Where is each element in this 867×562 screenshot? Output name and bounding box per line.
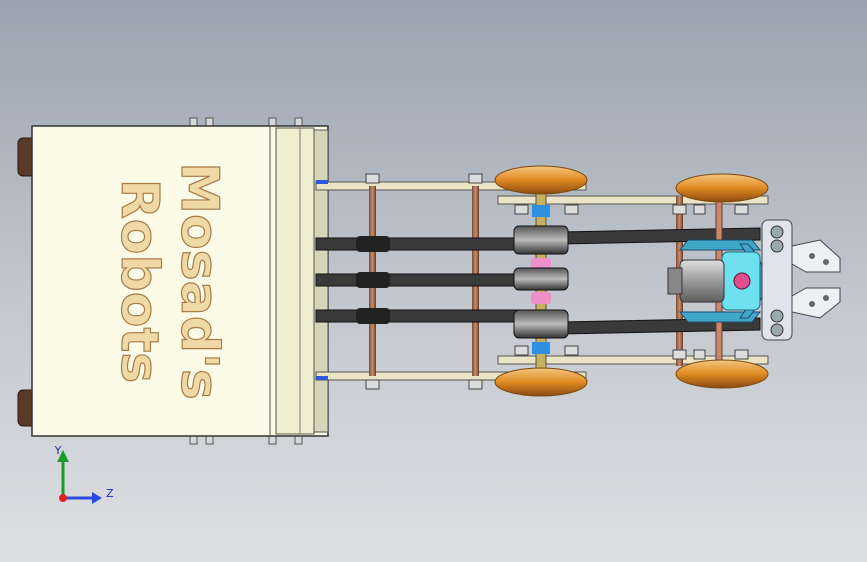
axle-collar — [532, 205, 550, 217]
nut — [734, 204, 749, 215]
nut — [564, 204, 579, 215]
nut — [468, 173, 483, 184]
gripper-jaw-top — [791, 239, 841, 273]
nut — [564, 345, 579, 356]
gripper-frame — [761, 219, 793, 341]
rear-wheel-bottom — [494, 367, 588, 397]
drive-drum — [513, 225, 569, 255]
idler-pulley — [356, 272, 390, 288]
box-text-line1: Mosad's — [169, 162, 229, 400]
front-wheel-top — [675, 173, 769, 203]
drive-drum — [513, 267, 569, 291]
rear-wheel-top — [494, 165, 588, 195]
belt — [315, 237, 527, 251]
nut — [365, 379, 380, 390]
front-wheel-bottom — [675, 359, 769, 389]
box-text-line2: Robots — [109, 179, 169, 384]
rail-bottom-front — [497, 355, 769, 365]
box-end-cap — [275, 127, 315, 435]
axle-spacer — [531, 258, 551, 270]
motor-coupler — [733, 272, 751, 290]
coordinate-triad-icon: Y Z — [54, 444, 114, 504]
axle-spacer — [531, 292, 551, 304]
rear-axle-assembly[interactable] — [494, 165, 588, 397]
nut — [468, 379, 483, 390]
front-drive-assembly[interactable] — [667, 173, 769, 389]
robot-body-box[interactable]: Mosad's Robots — [17, 117, 329, 445]
axis-label-z: Z — [106, 487, 114, 500]
drive-drum — [513, 309, 569, 339]
axle-collar — [532, 342, 550, 354]
belt — [315, 309, 527, 323]
rail-top — [315, 181, 587, 191]
nut — [672, 349, 687, 360]
bevel-gear-bottom — [678, 311, 762, 323]
nut — [365, 173, 380, 184]
nut — [514, 204, 529, 215]
gripper-assembly[interactable] — [761, 219, 841, 341]
idler-pulley — [356, 308, 390, 324]
drive-belts[interactable] — [315, 227, 761, 335]
nut — [693, 349, 706, 360]
gripper-jaw-bottom — [791, 287, 841, 319]
axis-label-y: Y — [54, 444, 62, 457]
belt — [315, 273, 527, 287]
nut — [693, 204, 706, 215]
mount-tab — [316, 180, 328, 184]
motor-end-cap — [667, 267, 683, 295]
rail-top-front — [497, 195, 769, 205]
mount-tab — [316, 376, 328, 380]
nut — [672, 204, 687, 215]
idler-pulley — [356, 236, 390, 252]
nut — [734, 349, 749, 360]
bevel-gear-top — [678, 239, 762, 251]
nut — [514, 345, 529, 356]
drive-motor — [679, 259, 725, 303]
